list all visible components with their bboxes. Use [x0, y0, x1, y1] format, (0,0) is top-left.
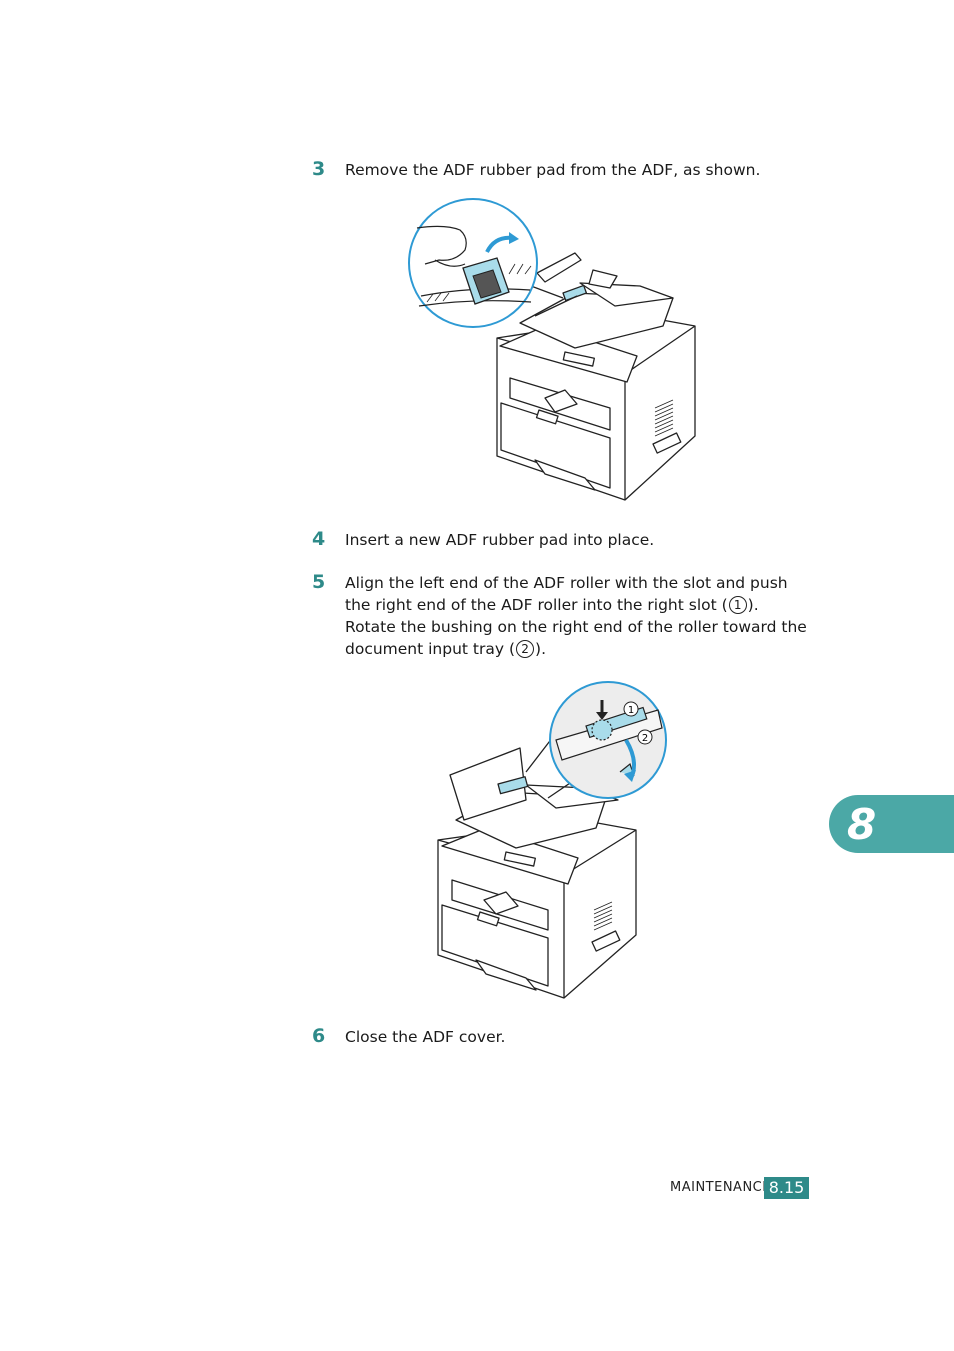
footer-page-number: 8.15: [764, 1177, 809, 1199]
step-5-line-4: document input tray (2).: [345, 640, 547, 658]
callout-2-icon: 2: [516, 640, 535, 658]
step-5-line-3: Rotate the bushing on the right end of t…: [345, 618, 807, 636]
callout-1-icon: 1: [728, 596, 747, 614]
figure-callout-1: 1: [628, 705, 634, 716]
figure-remove-rubber-pad: [408, 198, 696, 501]
figure-callout-2: 2: [642, 733, 648, 744]
step-5-line-1: Align the left end of the ADF roller wit…: [345, 574, 788, 592]
step-text-5: Align the left end of the ADF roller wit…: [345, 572, 815, 660]
step-text-3: Remove the ADF rubber pad from the ADF, …: [345, 161, 761, 179]
step-5-line-2: the right end of the ADF roller into the…: [345, 596, 759, 614]
step-number-3: 3: [312, 158, 326, 180]
step-text-6: Close the ADF cover.: [345, 1028, 506, 1046]
step-text-4: Insert a new ADF rubber pad into place.: [345, 531, 655, 549]
step-number-4: 4: [312, 528, 326, 550]
step-number-6: 6: [312, 1025, 326, 1047]
chapter-number: 8: [847, 800, 877, 849]
step-number-5: 5: [312, 571, 326, 593]
chapter-tab: 8: [829, 795, 954, 853]
figure-install-adf-roller: 1 2: [437, 681, 667, 999]
footer-section-label: MAINTENANCE: [670, 1180, 771, 1195]
